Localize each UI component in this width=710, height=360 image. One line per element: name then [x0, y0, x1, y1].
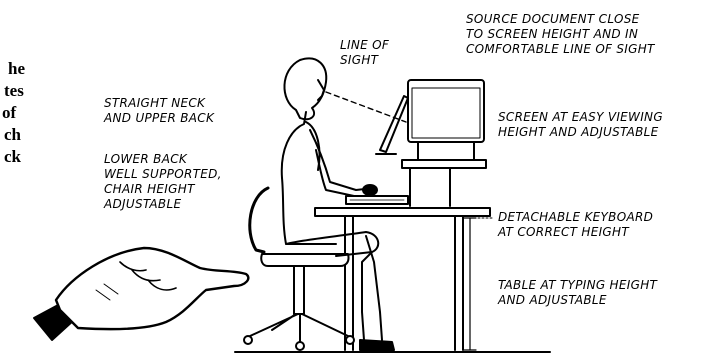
- desk: [315, 208, 490, 350]
- label-keyboard: DETACHABLE KEYBOARD AT CORRECT HEIGHT: [498, 210, 653, 240]
- monitor: [402, 80, 486, 206]
- line-of-sight: [326, 92, 406, 122]
- pointing-hand-icon: [34, 248, 248, 340]
- label-straight-neck: STRAIGHT NECK AND UPPER BACK: [104, 96, 214, 126]
- label-lower-back: LOWER BACK WELL SUPPORTED, CHAIR HEIGHT …: [104, 152, 222, 212]
- label-source-document: SOURCE DOCUMENT CLOSE TO SCREEN HEIGHT A…: [466, 12, 655, 57]
- document-holder: [376, 96, 408, 154]
- label-table: TABLE AT TYPING HEIGHT AND ADJUSTABLE: [498, 278, 657, 308]
- label-screen: SCREEN AT EASY VIEWING HEIGHT AND ADJUST…: [498, 110, 663, 140]
- label-line-of-sight: LINE OF SIGHT: [340, 38, 389, 68]
